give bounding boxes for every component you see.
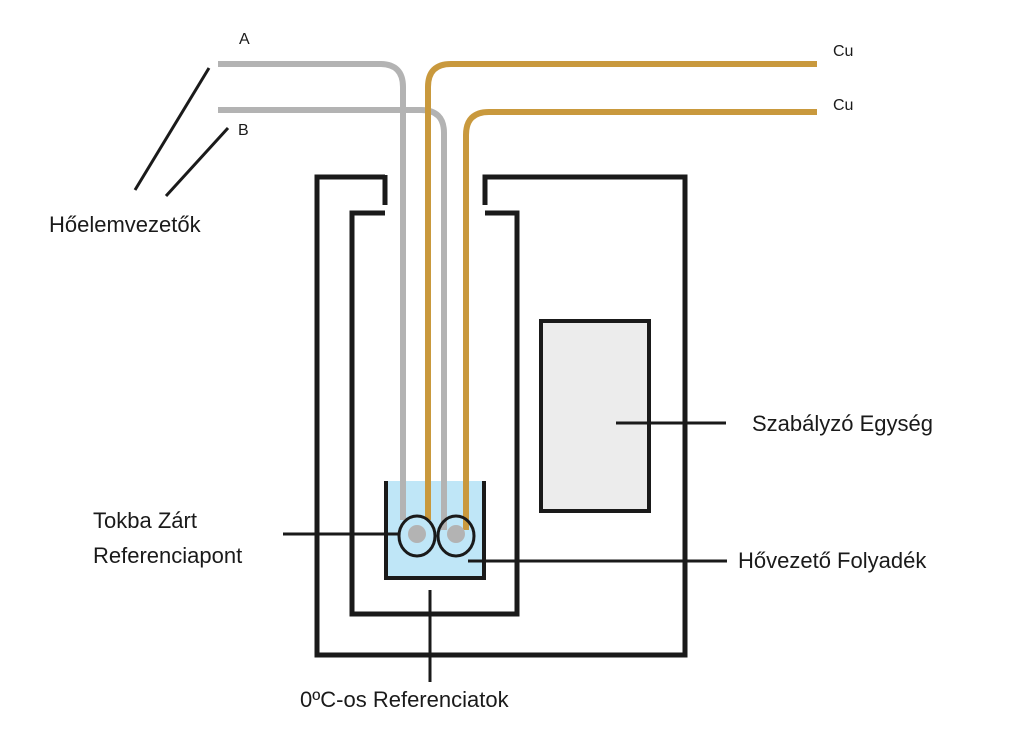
thermocouple-wire-a [218,61,406,520]
thermocouple-wire-b [218,107,447,530]
reference-junction-left [397,514,437,558]
label-cu-top: Cu [833,43,853,60]
label-thermocouple-wires: Hőelemvezetők [49,212,202,237]
label-enclosed-reference-2: Referenciapont [93,543,242,568]
reference-cup [384,481,486,580]
label-cu-bottom: Cu [833,97,853,114]
leader-thermocouple-2 [164,126,230,198]
inner-housing [349,210,520,617]
copper-wire-top [425,61,817,520]
label-control-unit: Szabályzó Egység [752,411,933,436]
reference-junction-right [436,514,476,558]
label-wire-a: A [239,31,250,48]
label-conductive-fluid: Hővezető Folyadék [738,548,927,573]
outer-housing [314,174,688,658]
leader-thermocouple-1 [133,67,211,191]
control-unit-box [539,319,651,513]
label-enclosed-reference-1: Tokba Zárt [93,508,197,533]
copper-wire-bottom [463,109,817,530]
junction-dot-right [447,525,465,543]
junction-dot-left [408,525,426,543]
label-wire-b: B [238,122,249,139]
label-reference-0c: 0ºC-os Referenciatok [300,687,510,712]
